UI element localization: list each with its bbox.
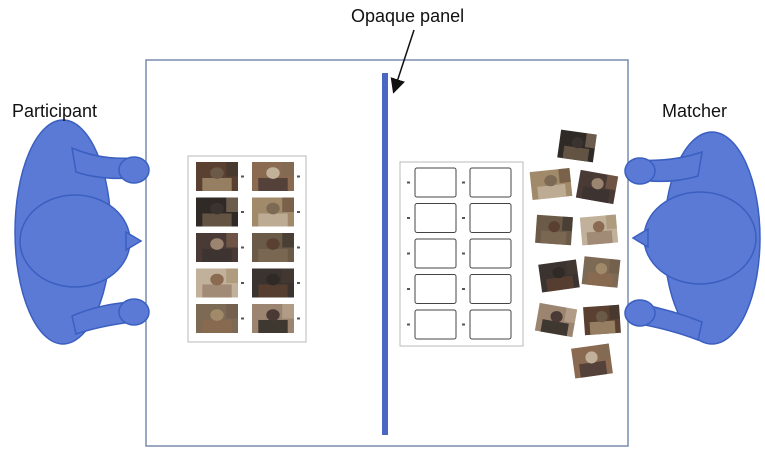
- slot-number-mark: [407, 181, 410, 184]
- empty-photo-slot: [469, 167, 512, 198]
- participant-hand-lower: [118, 298, 150, 326]
- slot-number-mark: [462, 252, 465, 255]
- empty-photo-slot: [469, 203, 512, 233]
- empty-photo-slot: [414, 238, 457, 269]
- slot-number-mark: [407, 217, 410, 219]
- matcher-hand-upper: [624, 157, 656, 185]
- photo-cell: [196, 197, 238, 227]
- loose-photo: [575, 169, 619, 205]
- loose-photo: [529, 167, 573, 201]
- loose-photo-pile: [529, 129, 621, 379]
- loose-photo: [571, 343, 613, 379]
- photo-number-mark: [241, 175, 244, 178]
- photo-cell: [252, 268, 294, 298]
- matcher-hand-lower: [624, 299, 656, 327]
- photo-number-mark: [297, 317, 300, 320]
- matcher-nose: [631, 227, 649, 249]
- empty-photo-slot: [469, 238, 512, 269]
- matcher-head: [643, 191, 757, 285]
- slot-number-mark: [407, 252, 410, 255]
- panel-pointer-arrow-icon: [390, 29, 415, 94]
- empty-photo-slot: [414, 274, 457, 304]
- photo-cell: [196, 233, 238, 262]
- empty-photo-slot: [414, 167, 457, 198]
- slot-number-mark: [462, 217, 465, 219]
- slot-number-mark: [462, 323, 465, 326]
- empty-photo-slot: [469, 309, 512, 340]
- photo-cell: [252, 162, 294, 191]
- slot-number-mark: [407, 288, 410, 290]
- photo-cell: [196, 268, 238, 298]
- photo-number-mark: [297, 175, 300, 178]
- participant-head: [19, 194, 131, 288]
- opaque-panel-label: Opaque panel: [351, 6, 465, 26]
- participant-hand-upper: [118, 156, 150, 184]
- empty-photo-slot: [414, 203, 457, 233]
- photo-cell: [252, 197, 294, 227]
- loose-photo: [535, 214, 573, 246]
- photo-number-mark: [297, 211, 300, 213]
- photo-number-mark: [241, 282, 244, 284]
- loose-photo: [579, 214, 619, 246]
- loose-photo: [583, 304, 621, 336]
- photo-cell: [196, 162, 238, 191]
- photo-number-mark: [241, 317, 244, 320]
- participant-photo-sheet: [187, 155, 307, 343]
- empty-photo-slot: [414, 309, 457, 340]
- slot-number-mark: [462, 288, 465, 290]
- photo-number-mark: [297, 282, 300, 284]
- matcher-label: Matcher: [662, 101, 728, 121]
- photo-number-mark: [241, 246, 244, 249]
- participant-figure: [14, 119, 150, 345]
- opaque-panel: [382, 73, 388, 435]
- slot-number-mark: [407, 323, 410, 326]
- participant-nose: [125, 230, 143, 252]
- loose-photo: [557, 129, 597, 163]
- photo-cell: [196, 304, 238, 333]
- empty-photo-slot: [469, 274, 512, 304]
- photo-number-mark: [241, 211, 244, 213]
- loose-photo: [581, 256, 621, 288]
- loose-photo: [534, 302, 578, 338]
- photo-number-mark: [297, 246, 300, 249]
- matcher-answer-sheet: [399, 161, 524, 347]
- photo-cell: [252, 304, 294, 333]
- photo-cell: [252, 233, 294, 262]
- loose-photo: [538, 259, 580, 293]
- slot-number-mark: [462, 181, 465, 184]
- matcher-figure: [624, 131, 761, 345]
- participant-label: Participant: [12, 101, 98, 121]
